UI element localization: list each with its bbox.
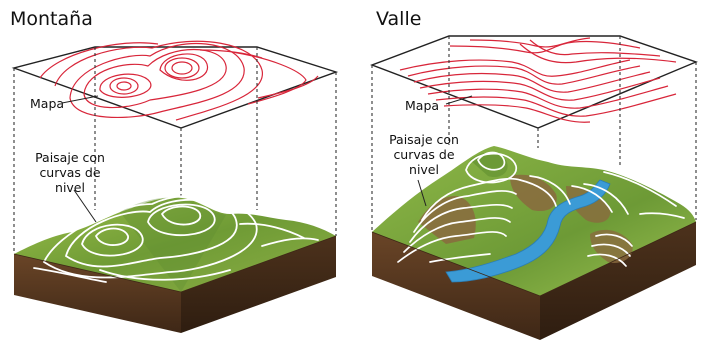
mountain-landscape-label-line2: curvas de xyxy=(39,165,101,180)
mountain-soil-front xyxy=(14,254,181,333)
valley-landscape-label-line2: curvas de xyxy=(393,147,455,162)
valley-projection-lines xyxy=(371,36,697,232)
mountain-landscape-label: Paisaje con curvas de nivel xyxy=(14,150,126,195)
mountain-map-contours xyxy=(39,40,319,121)
valley-soil-front xyxy=(372,232,540,340)
valley-river xyxy=(445,179,611,283)
valley-map-label: Mapa xyxy=(405,98,440,113)
valley-landscape-label-line1: Paisaje con xyxy=(389,132,459,147)
mountain-soil-side xyxy=(181,236,336,333)
valley-label-pointers xyxy=(417,95,473,207)
valley-terrain-contours xyxy=(397,151,685,267)
valley-landscape-label-line3: nivel xyxy=(409,162,439,177)
mountain-terrain-contours xyxy=(33,194,319,283)
mountain-map-label: Mapa xyxy=(30,96,65,111)
mountain-label-pointers xyxy=(61,95,99,223)
mountain-title: Montaña xyxy=(10,8,93,30)
valley-landscape-label: Paisaje con curvas de nivel xyxy=(372,132,476,177)
mountain-landscape-label-line3: nivel xyxy=(55,180,85,195)
valley-panel xyxy=(370,35,698,340)
mountain-landscape-label-line1: Paisaje con xyxy=(35,150,105,165)
valley-title: Valle xyxy=(376,8,422,30)
valley-map-contours xyxy=(399,37,677,123)
mountain-panel xyxy=(11,40,339,333)
valley-soil-side xyxy=(540,222,696,340)
